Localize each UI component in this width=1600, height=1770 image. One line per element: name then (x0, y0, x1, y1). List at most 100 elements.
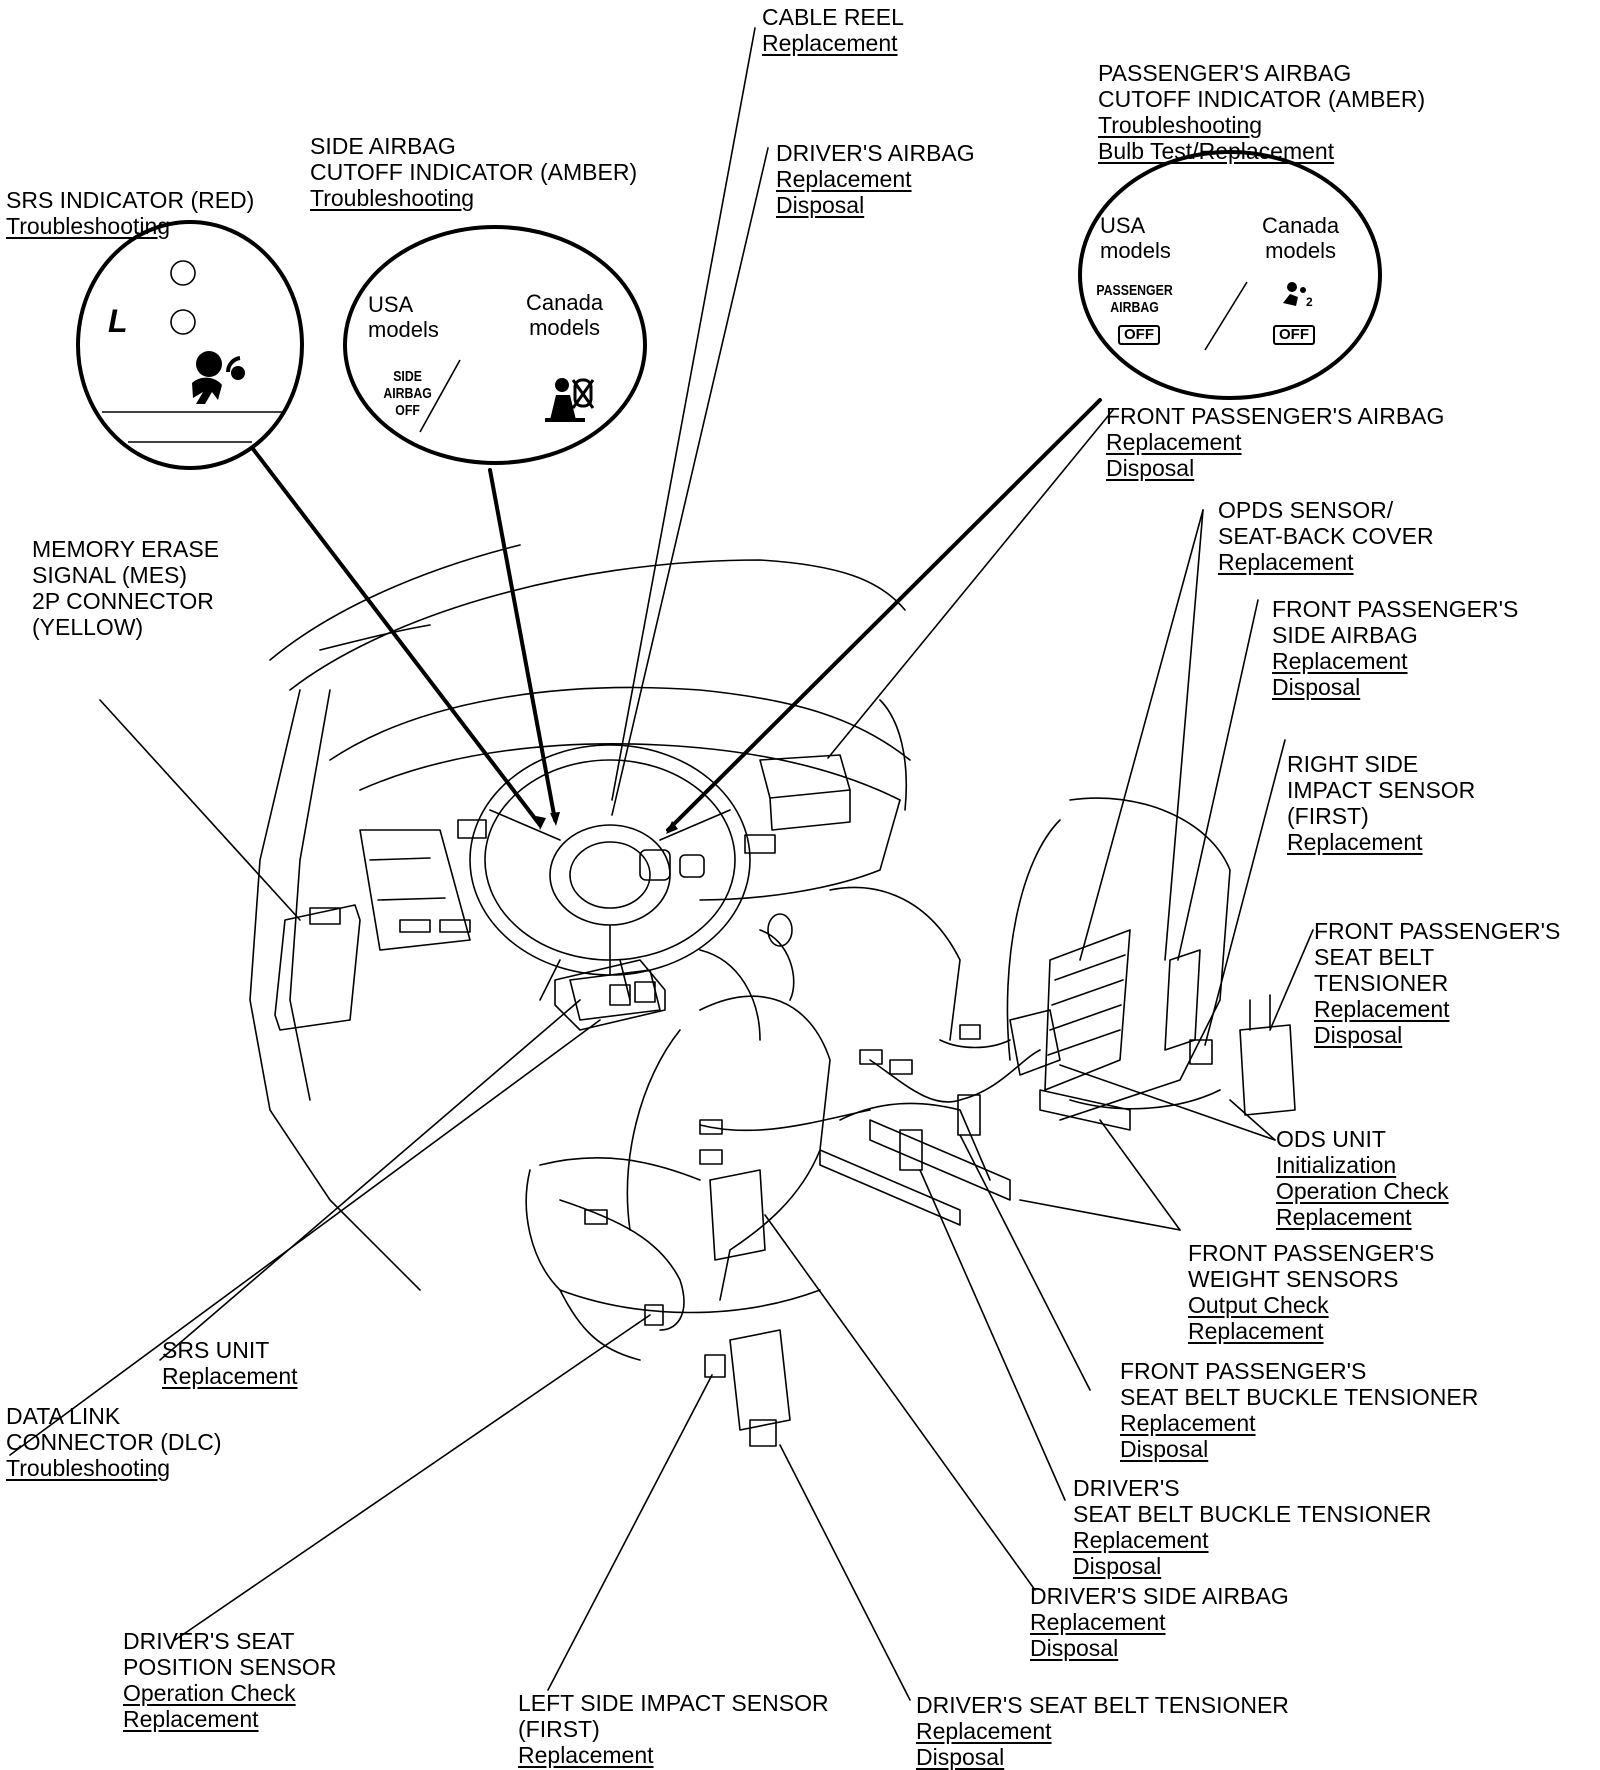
passenger-bubble-usa-label: USA models (1100, 213, 1171, 263)
procedure-link-replacement[interactable]: Replacement (1272, 648, 1408, 674)
callout-link-row: Disposal (916, 1744, 1289, 1770)
callout-title-line: DRIVER'S SEAT BELT TENSIONER (916, 1692, 1289, 1718)
callout-link-row: Troubleshooting (1098, 112, 1425, 138)
procedure-link-replacement[interactable]: Replacement (123, 1706, 259, 1732)
procedure-link-replacement[interactable]: Replacement (1276, 1204, 1412, 1230)
callout-link-row: Replacement (162, 1363, 298, 1389)
srs-indicator-bubble (76, 220, 304, 470)
callout-link-row: Replacement (1218, 549, 1434, 575)
procedure-link-replacement[interactable]: Replacement (1218, 549, 1354, 575)
procedure-link-troubleshooting[interactable]: Troubleshooting (1098, 112, 1263, 138)
callout-link-row: Replacement (916, 1718, 1289, 1744)
procedure-link-troubleshooting[interactable]: Troubleshooting (6, 213, 171, 239)
procedure-link-replacement[interactable]: Replacement (518, 1742, 654, 1768)
callout-title-line: FRONT PASSENGER'S (1314, 918, 1561, 944)
procedure-link-bulb-test-replacement[interactable]: Bulb Test/Replacement (1098, 138, 1335, 164)
callout-title-line: OPDS SENSOR/ (1218, 497, 1394, 523)
procedure-link-disposal[interactable]: Disposal (1120, 1436, 1209, 1462)
callout-title-line: FRONT PASSENGER'S (1272, 596, 1519, 622)
side-airbag-off-indicator: SIDE AIRBAG OFF (383, 368, 432, 419)
procedure-link-replacement[interactable]: Replacement (776, 166, 912, 192)
callout-link-row: Replacement (1120, 1410, 1478, 1436)
callout-title-line: SEAT BELT BUCKLE TENSIONER (1073, 1501, 1432, 1527)
procedure-link-replacement[interactable]: Replacement (1287, 829, 1423, 855)
procedure-link-operation-check[interactable]: Operation Check (123, 1680, 296, 1706)
callout-link-row: Replacement (1030, 1609, 1289, 1635)
usa-off-text: OFF (1118, 325, 1160, 345)
callout-title-line: CUTOFF INDICATOR (AMBER) (1098, 86, 1426, 112)
procedure-link-replacement[interactable]: Replacement (1314, 996, 1450, 1022)
procedure-link-replacement[interactable]: Replacement (1188, 1318, 1324, 1344)
callout-title-line: SIGNAL (MES) (32, 562, 188, 588)
callout-link-row: Replacement (1276, 1204, 1449, 1230)
side-airbag-off-icon (545, 378, 595, 422)
passenger-airbag-bubble (1078, 150, 1382, 400)
callout-title-line: SEAT-BACK COVER (1218, 523, 1434, 549)
callout-link-row: Disposal (1272, 674, 1518, 700)
label-srs-indicator: SRS INDICATOR (RED)Troubleshooting (6, 187, 254, 239)
callout-title-line: LEFT SIDE IMPACT SENSOR (518, 1690, 829, 1716)
callout-link-row: Replacement (1272, 648, 1518, 674)
label-left-side-impact-sensor: LEFT SIDE IMPACT SENSOR(FIRST)Replacemen… (518, 1690, 829, 1768)
callout-title-line: CONNECTOR (DLC) (6, 1429, 222, 1455)
procedure-link-disposal[interactable]: Disposal (776, 192, 865, 218)
procedure-link-replacement[interactable]: Replacement (916, 1718, 1052, 1744)
callout-link-row: Output Check (1188, 1292, 1434, 1318)
callout-title-line: DRIVER'S SEAT (123, 1628, 295, 1654)
procedure-link-replacement[interactable]: Replacement (1073, 1527, 1209, 1553)
callout-link-row: Replacement (762, 30, 904, 56)
callout-title-line: CABLE REEL (762, 4, 904, 30)
callout-link-row: Troubleshooting (6, 1455, 222, 1481)
callout-title-line: WEIGHT SENSORS (1188, 1266, 1399, 1292)
callout-title-line: SIDE AIRBAG (1272, 622, 1418, 648)
procedure-link-disposal[interactable]: Disposal (1030, 1635, 1119, 1661)
callout-link-row: Troubleshooting (310, 185, 637, 211)
passenger-canada-sub: 2 (1306, 295, 1313, 309)
procedure-link-troubleshooting[interactable]: Troubleshooting (310, 185, 475, 211)
callout-link-row: Troubleshooting (6, 213, 254, 239)
callout-link-row: Replacement (1188, 1318, 1434, 1344)
callout-title-line: SRS UNIT (162, 1337, 270, 1363)
callout-title-line: DRIVER'S (1073, 1475, 1180, 1501)
procedure-link-replacement[interactable]: Replacement (1030, 1609, 1166, 1635)
callout-link-row: Initialization (1276, 1152, 1449, 1178)
procedure-link-disposal[interactable]: Disposal (1314, 1022, 1403, 1048)
callout-link-row: Disposal (1030, 1635, 1289, 1661)
callout-title-line: SEAT BELT (1314, 944, 1435, 970)
callout-title-line: DRIVER'S SIDE AIRBAG (1030, 1583, 1289, 1609)
procedure-link-disposal[interactable]: Disposal (1272, 674, 1361, 700)
procedure-link-disposal[interactable]: Disposal (1073, 1553, 1162, 1579)
procedure-link-operation-check[interactable]: Operation Check (1276, 1178, 1449, 1204)
callout-link-row: Disposal (776, 192, 975, 218)
callout-link-row: Replacement (1287, 829, 1475, 855)
callout-link-row: Replacement (518, 1742, 829, 1768)
procedure-link-troubleshooting[interactable]: Troubleshooting (6, 1455, 171, 1481)
procedure-link-replacement[interactable]: Replacement (762, 30, 898, 56)
callout-title-line: ODS UNIT (1276, 1126, 1386, 1152)
procedure-link-replacement[interactable]: Replacement (1106, 429, 1242, 455)
callout-title-line: TENSIONER (1314, 970, 1449, 996)
callout-link-row: Disposal (1120, 1436, 1478, 1462)
procedure-link-disposal[interactable]: Disposal (916, 1744, 1005, 1770)
callout-link-row: Replacement (776, 166, 975, 192)
procedure-link-disposal[interactable]: Disposal (1106, 455, 1195, 481)
callout-link-row: Disposal (1073, 1553, 1431, 1579)
callout-title-line: MEMORY ERASE (32, 536, 220, 562)
side-bubble-usa-label: USA models (368, 292, 439, 342)
procedure-link-replacement[interactable]: Replacement (1120, 1410, 1256, 1436)
procedure-link-initialization[interactable]: Initialization (1276, 1152, 1397, 1178)
procedure-link-replacement[interactable]: Replacement (162, 1363, 298, 1389)
procedure-link-output-check[interactable]: Output Check (1188, 1292, 1329, 1318)
